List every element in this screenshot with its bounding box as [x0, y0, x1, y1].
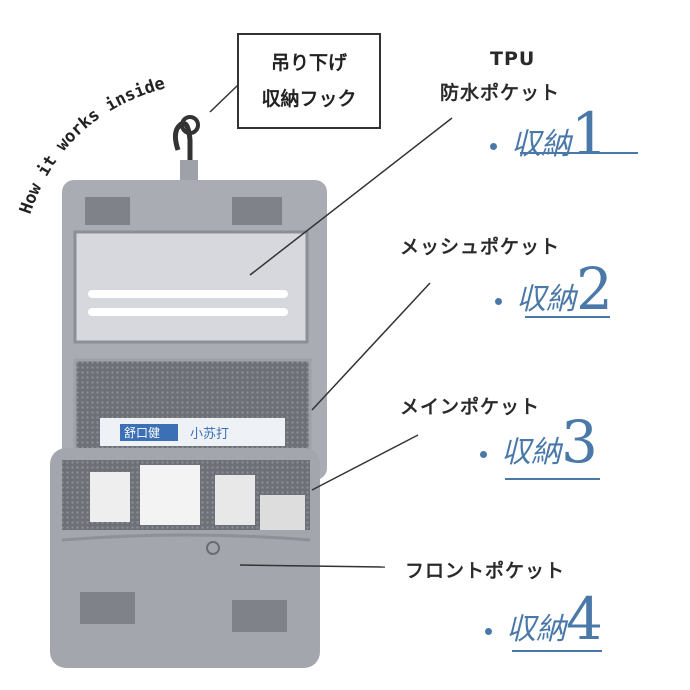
pocket1-label-line2: 防水ポケット — [440, 82, 561, 104]
hook-label-line1: 吊り下げ — [270, 52, 347, 74]
storage-1: 収納1 — [490, 100, 608, 168]
tpu-pocket — [73, 230, 309, 344]
toothpaste-brand: 舒口健 — [124, 426, 160, 440]
hook-label-box: 吊り下げ 収納フック — [237, 33, 381, 129]
pocket1-label-line1: TPU — [490, 48, 536, 70]
storage-4: 収納4 — [485, 585, 603, 653]
toothpaste-variant: 小苏打 — [190, 426, 229, 442]
pocket2-label: メッシュポケット — [400, 236, 561, 258]
storage-2: 収納2 — [495, 255, 613, 323]
pocket3-label: メインポケット — [400, 396, 541, 418]
pocket4-label: フロントポケット — [405, 560, 566, 582]
hook-label-line2: 収納フック — [261, 88, 357, 110]
leader-lines — [209, 84, 453, 568]
storage-3: 収納3 — [480, 408, 598, 476]
